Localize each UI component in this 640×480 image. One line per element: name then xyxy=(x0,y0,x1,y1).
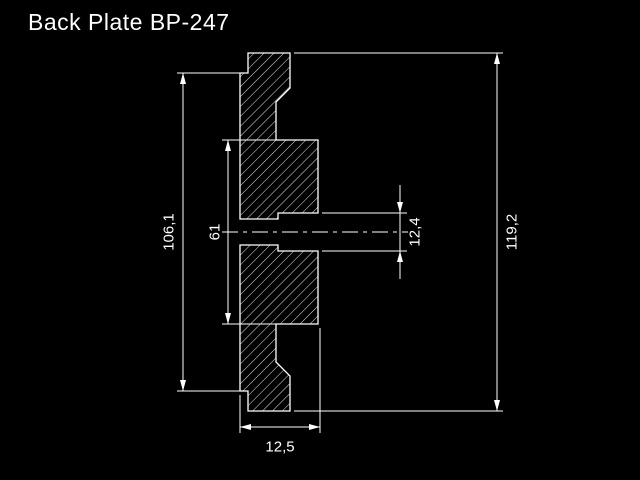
part-lower-half xyxy=(239,244,319,412)
arrowhead-left xyxy=(240,424,251,430)
part-cross-section xyxy=(239,52,319,412)
arrowhead-up xyxy=(397,251,403,262)
dimension-back-face-diameter: 106,1 xyxy=(161,72,244,392)
part-upper-half xyxy=(239,52,319,220)
arrowhead-up xyxy=(494,53,500,64)
dim-label-back-face-diameter: 106,1 xyxy=(161,213,178,251)
arrowhead-down xyxy=(397,202,403,213)
dim-label-plate-thickness: 12,5 xyxy=(265,439,294,456)
arrowhead-up xyxy=(180,73,186,84)
arrowhead-up xyxy=(225,140,231,151)
dimension-plate-thickness: 12,5 xyxy=(239,328,321,456)
dimension-bore-diameter: 12,4 xyxy=(322,185,424,279)
arrowhead-down xyxy=(225,313,231,324)
dim-label-outer-diameter: 119,2 xyxy=(504,214,521,250)
dim-label-bore-diameter: 12,4 xyxy=(407,217,424,246)
drawing-title: Back Plate BP-247 xyxy=(28,9,230,35)
dim-label-hub-diameter: 61 xyxy=(207,224,224,241)
arrowhead-down xyxy=(494,400,500,411)
arrowhead-right xyxy=(309,424,320,430)
arrowhead-down xyxy=(180,380,186,391)
dimension-outer-diameter: 119,2 xyxy=(294,52,521,412)
dimension-hub-diameter: 61 xyxy=(207,139,281,325)
